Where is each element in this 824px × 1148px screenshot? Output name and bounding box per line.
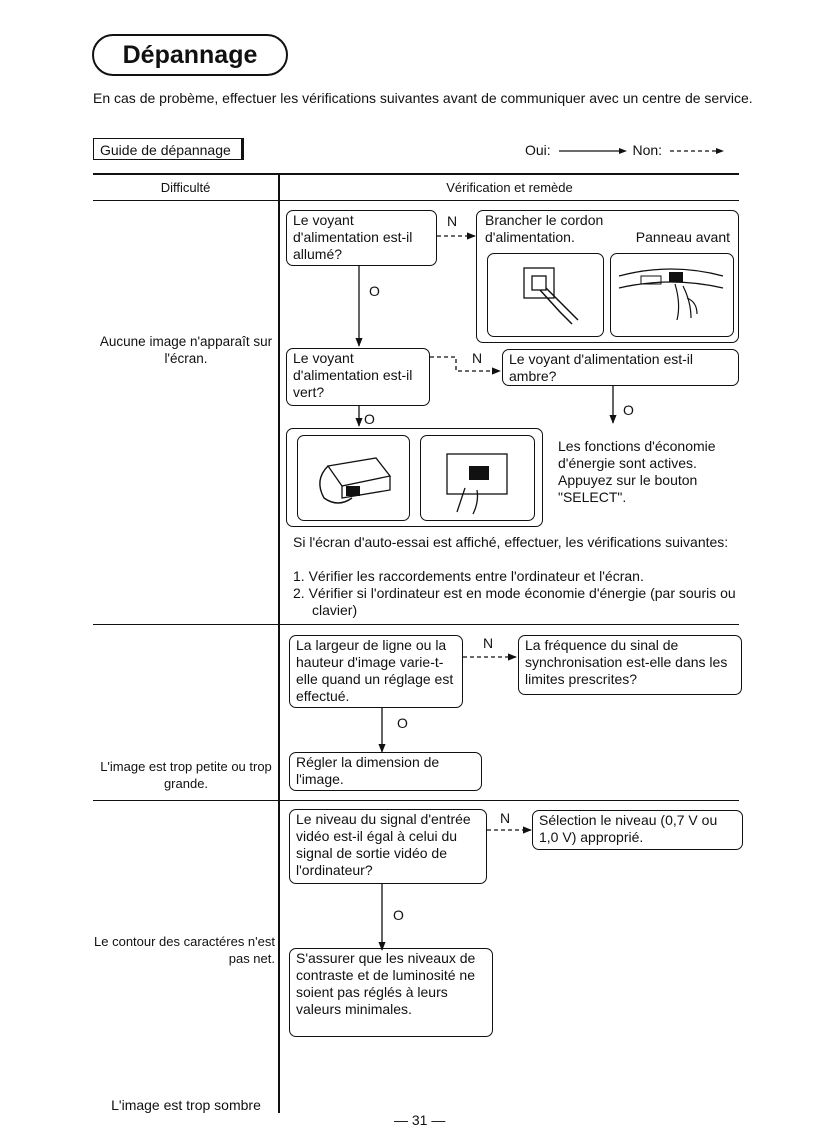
difficulty-no-image: Aucune image n'apparaît sur l'écran.: [99, 334, 273, 366]
question-power-led-amber: Le voyant d'alimentation est-il ambre?: [502, 349, 739, 386]
yes-label: O: [364, 411, 375, 427]
question-video-signal-level: Le niveau du signal d'entrée vidéo est-i…: [289, 809, 487, 884]
plug-connector-icon: [446, 453, 508, 515]
remedy-contrast-brightness: S'assurer que les niveaux de contraste e…: [289, 948, 493, 1037]
remedy-connect-power-cord: Brancher le cordon d'alimentation. Panne…: [476, 210, 739, 343]
dashed-arrow-icon: [669, 148, 724, 155]
legend-yes: Oui:: [525, 142, 551, 158]
yes-label: O: [393, 907, 404, 923]
question-power-led-on: Le voyant d'alimentation est-il allumé?: [286, 210, 437, 266]
legend: Oui: Non:: [525, 142, 726, 158]
power-plug-icon: [523, 267, 579, 325]
legend-no: Non:: [632, 142, 663, 158]
cable-connector-icon: [319, 457, 392, 504]
table-column-divider: [278, 173, 280, 1113]
difficulty-dark: L'image est trop sombre: [111, 1097, 261, 1113]
front-panel-label: Panneau avant: [635, 229, 730, 245]
no-label: N: [472, 350, 483, 366]
monitor-back-illustration: [297, 435, 410, 521]
remedy-adjust-size: Régler la dimension de l'image.: [289, 752, 482, 791]
intro-text: En cas de probème, effectuer les vérific…: [93, 90, 753, 106]
question-sync-frequency: La fréquence du sinal de synchronisation…: [518, 635, 742, 695]
question-line-width-varies: La largeur de ligne ou la hauteur d'imag…: [289, 635, 463, 708]
difficulty-size: L'image est trop petite ou trop grande.: [100, 759, 272, 791]
page-number: — 31 —: [394, 1112, 446, 1128]
no-label: N: [500, 810, 511, 826]
table-top-rule: [93, 173, 739, 175]
power-button-icon: [618, 268, 724, 321]
no-label: N: [447, 213, 458, 229]
self-test-item: 1. Vérifier les raccordements entre l'or…: [293, 568, 644, 584]
question-power-led-green: Le voyant d'alimentation est-il vert?: [286, 348, 430, 406]
power-outlet-illustration: [487, 253, 604, 337]
solid-arrow-icon: [558, 148, 627, 155]
self-test-intro: Si l'écran d'auto-essai est affiché, eff…: [293, 534, 729, 550]
remedy-text: Brancher le cordon d'alimentation.: [485, 212, 604, 245]
difficulty-blurry: Le contour des caractéres n'est pas net.: [94, 934, 275, 966]
front-panel-illustration: [610, 253, 734, 337]
computer-port-illustration: [420, 435, 535, 521]
energy-saving-note: Les fonctions d'économie d'énergie sont …: [558, 438, 716, 505]
yes-label: O: [623, 402, 634, 418]
no-label: N: [483, 635, 494, 651]
header-difficulty: Difficulté: [160, 180, 211, 195]
header-verification: Vérification et remède: [446, 180, 573, 195]
self-test-item: 2. Vérifier si l'ordinateur est en mode …: [293, 585, 736, 618]
yes-label: O: [397, 715, 408, 731]
table-header-rule: [93, 200, 739, 201]
row-divider: [93, 624, 739, 625]
remedy-select-level: Sélection le niveau (0,7 V ou 1,0 V) app…: [532, 810, 743, 850]
guide-label: Guide de dépannage: [93, 138, 244, 160]
row-divider: [93, 800, 739, 801]
yes-label: O: [369, 283, 380, 299]
page-title: Dépannage: [92, 34, 288, 76]
